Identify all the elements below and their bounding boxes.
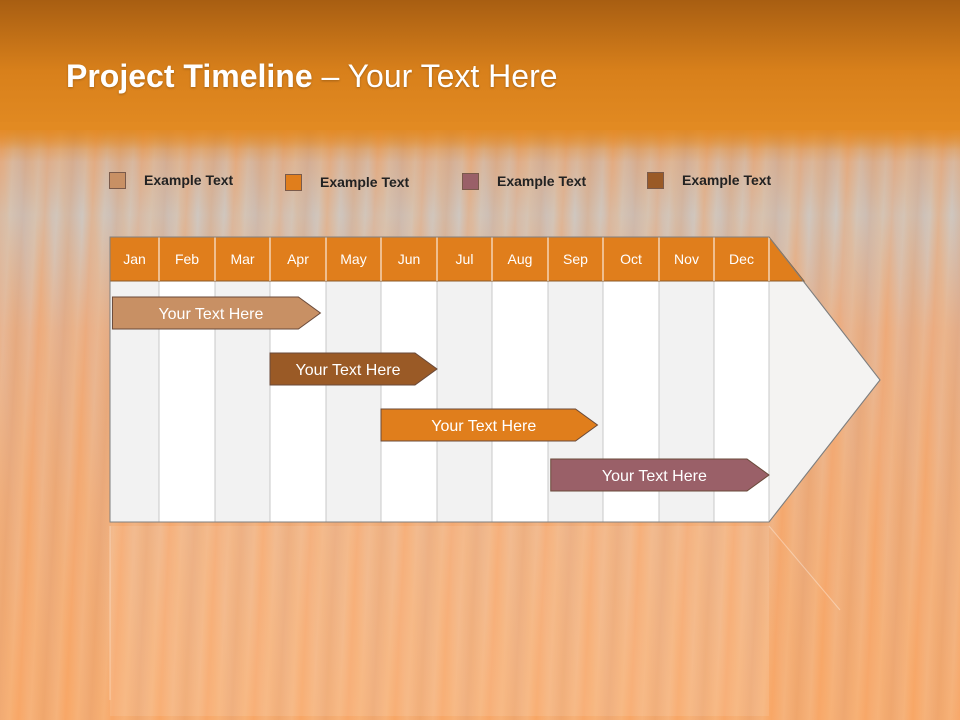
timeline-reflection xyxy=(110,526,769,716)
legend-item-2: Example Text xyxy=(285,172,409,192)
task-bar-label-3: Your Text Here xyxy=(431,418,536,435)
task-bar-label-1: Your Text Here xyxy=(158,306,263,323)
month-column-aug xyxy=(492,281,548,522)
month-label-apr: Apr xyxy=(287,251,309,267)
task-bar-4 xyxy=(550,458,770,492)
legend-swatch-3 xyxy=(462,172,479,190)
task-bar-label-2: Your Text Here xyxy=(296,362,401,379)
title-bold: Project Timeline xyxy=(66,58,313,94)
legend-swatch-2 xyxy=(285,173,302,191)
month-label-nov: Nov xyxy=(674,251,699,267)
legend-label-4: Example Text xyxy=(682,172,772,188)
task-bar-3 xyxy=(380,408,599,442)
legend-label-2: Example Text xyxy=(320,174,410,190)
month-label-feb: Feb xyxy=(175,251,199,267)
legend-item-3: Example Text xyxy=(462,171,586,191)
month-label-mar: Mar xyxy=(230,251,254,267)
legend-swatch-1 xyxy=(109,171,126,189)
month-column-may xyxy=(326,281,381,522)
month-label-sep: Sep xyxy=(563,251,588,267)
month-label-jul: Jul xyxy=(456,251,474,267)
task-bar-label-4: Your Text Here xyxy=(602,468,707,485)
month-label-jun: Jun xyxy=(398,251,421,267)
month-label-aug: Aug xyxy=(508,251,533,267)
timeline-arrow-outline xyxy=(109,236,881,523)
task-bar-1 xyxy=(111,296,322,330)
page-title: Project Timeline – Your Text Here xyxy=(66,58,558,95)
legend-swatch-4 xyxy=(647,171,664,189)
legend-item-4: Example Text xyxy=(647,170,771,190)
header-band xyxy=(0,0,960,130)
month-label-oct: Oct xyxy=(620,251,642,267)
task-bar-2 xyxy=(269,352,438,386)
legend-label-1: Example Text xyxy=(144,172,234,188)
month-column-jul xyxy=(437,281,492,522)
month-column-jun xyxy=(381,281,437,522)
month-label-may: May xyxy=(340,251,366,267)
month-label-jan: Jan xyxy=(123,251,146,267)
title-rest: – Your Text Here xyxy=(312,58,558,94)
month-label-dec: Dec xyxy=(729,251,754,267)
reflection-arrow-edge xyxy=(768,525,841,611)
legend-item-1: Example Text xyxy=(109,170,233,190)
legend-label-3: Example Text xyxy=(497,173,587,189)
header-fade xyxy=(0,122,960,162)
